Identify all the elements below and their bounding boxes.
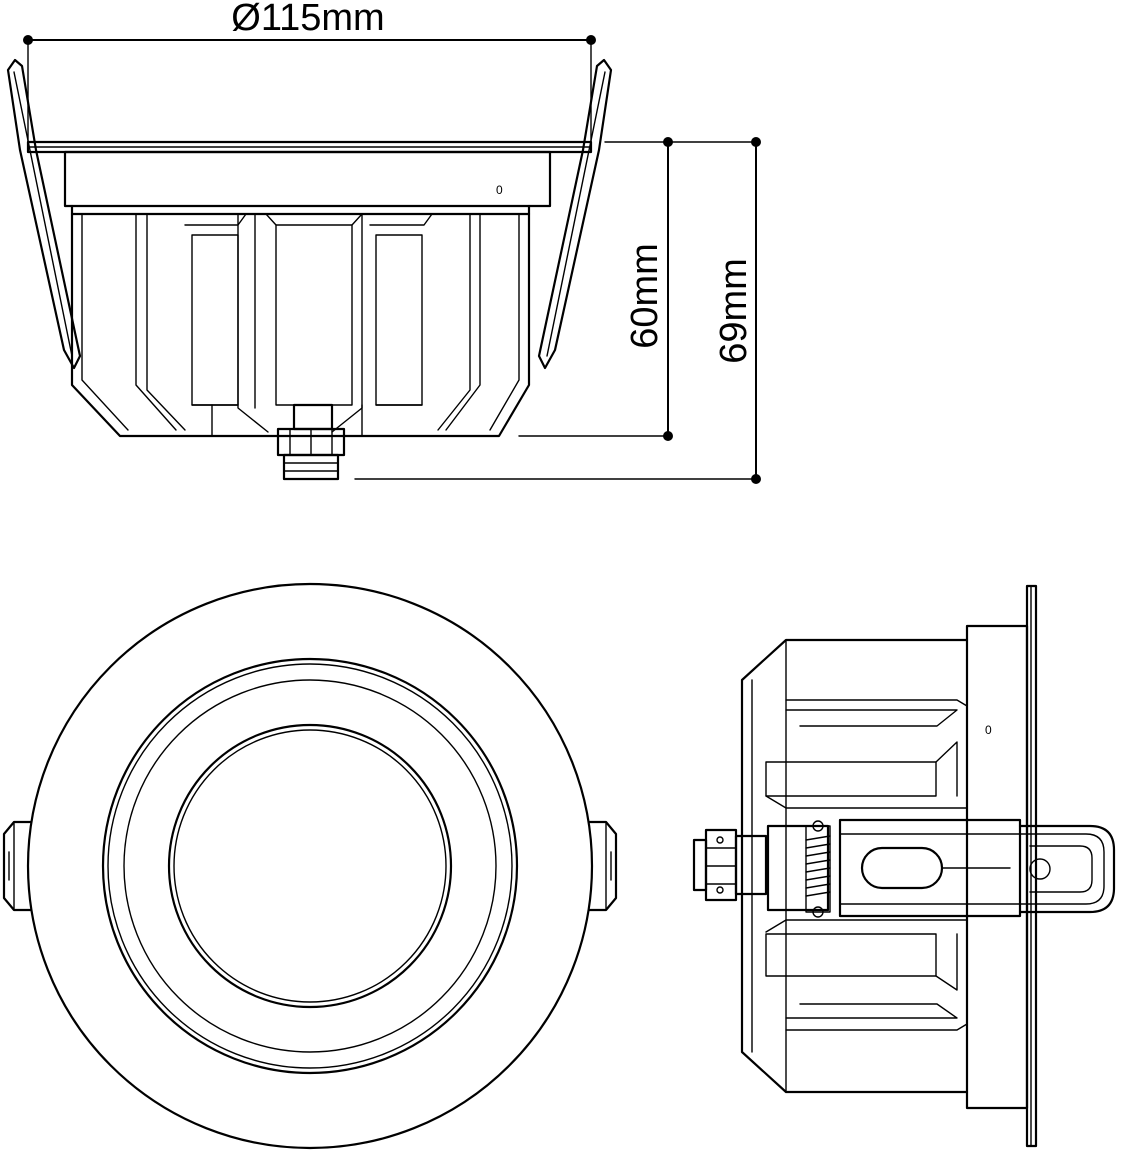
spring-clip-left	[6, 58, 82, 370]
coil-spring	[805, 820, 831, 918]
total-height-label: 69mm	[713, 258, 755, 364]
plan-clip-left	[2, 820, 36, 912]
front-cable-gland	[276, 403, 346, 481]
diameter-dimension: Ø115mm	[23, 0, 596, 143]
plan-bezel-outer	[101, 657, 519, 1075]
plan-view	[2, 582, 618, 1150]
spring-clip-right	[537, 58, 613, 370]
side-heatsink	[740, 638, 969, 1094]
diameter-label: Ø115mm	[231, 0, 384, 39]
front-marker: 0	[496, 183, 503, 197]
plan-clip-right	[584, 820, 618, 912]
side-view: 0	[692, 584, 1116, 1148]
front-heatsink	[70, 204, 531, 438]
body-height-label: 60mm	[624, 243, 666, 349]
side-cable-gland	[692, 828, 768, 902]
plan-outer-flange	[26, 582, 594, 1150]
front-view: Ø115mm 0	[6, 0, 761, 484]
height-dimensions: 60mm 69mm	[354, 137, 761, 484]
side-marker: 0	[985, 723, 992, 737]
plan-lens	[167, 723, 453, 1009]
front-flange: 0	[26, 140, 593, 208]
side-spring-clip	[766, 818, 1116, 918]
